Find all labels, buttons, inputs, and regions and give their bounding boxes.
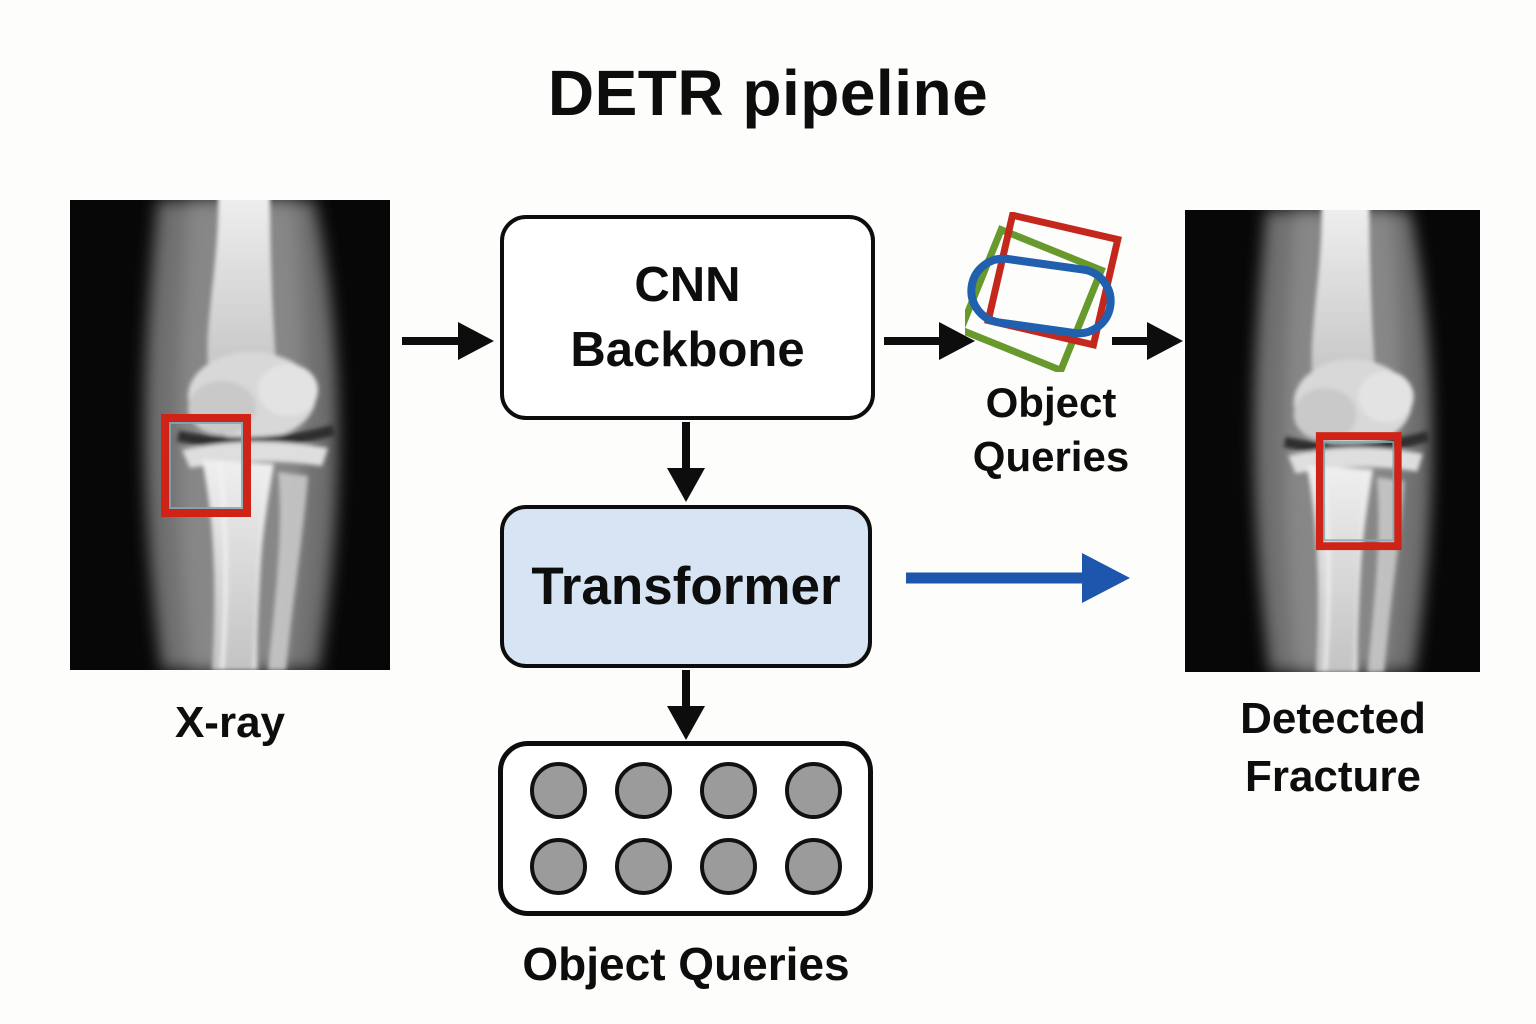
query-circle xyxy=(614,838,672,895)
arrow-input-to-cnn xyxy=(402,322,494,360)
arrow-transformer-to-queries xyxy=(667,670,705,740)
input-caption: X-ray xyxy=(174,698,286,747)
query-circle xyxy=(614,762,672,819)
output-bbox-inner-outline xyxy=(1323,441,1395,542)
arrow-transformer-to-output xyxy=(906,553,1130,603)
input-xray-image xyxy=(70,200,390,670)
diagram-title: DETR pipeline xyxy=(547,57,989,129)
transformer-label: Transformer xyxy=(531,557,841,616)
output-fracture-bbox xyxy=(1315,432,1402,551)
output-caption: Detected Fracture xyxy=(1240,694,1426,802)
output-xray-image xyxy=(1185,210,1480,672)
object-queries-node-label: Object Queries xyxy=(522,938,850,990)
query-bbox-green-icon xyxy=(965,225,1106,372)
query-bbox-red-icon xyxy=(984,212,1122,349)
object-queries-icon xyxy=(965,212,1122,372)
cnn-label-line1: CNN xyxy=(634,257,741,312)
input-xray-figure xyxy=(70,200,390,670)
query-circle xyxy=(784,838,842,895)
transformer-node: Transformer xyxy=(500,505,872,668)
query-circle xyxy=(699,762,757,819)
query-circle xyxy=(784,762,842,819)
output-xray-figure xyxy=(1185,210,1480,672)
arrow-cnn-to-transformer xyxy=(667,422,705,502)
query-circle xyxy=(529,838,587,895)
query-bbox-blue-icon xyxy=(967,254,1115,338)
object-queries-node xyxy=(498,741,873,916)
object-queries-icon-label: Object Queries xyxy=(972,379,1130,480)
input-bbox-inner-outline xyxy=(169,422,243,509)
query-circle xyxy=(529,762,587,819)
arrow-queries-icon-to-output xyxy=(1112,322,1183,360)
query-circle xyxy=(699,838,757,895)
input-fracture-bbox xyxy=(161,414,251,517)
arrow-cnn-to-queries-icon xyxy=(884,322,975,360)
cnn-backbone-node: CNN Backbone xyxy=(500,215,875,420)
cnn-label-line2: Backbone xyxy=(570,322,805,377)
